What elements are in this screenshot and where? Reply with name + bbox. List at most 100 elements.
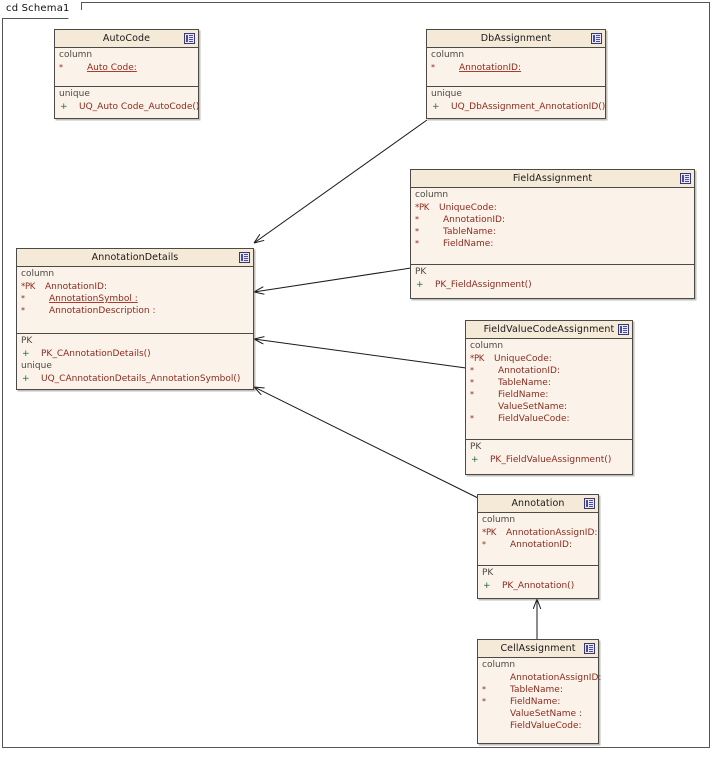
section-title: column (470, 341, 504, 351)
operation-row: + UQ_CAnnotationDetails_AnnotationSymbol… (17, 373, 253, 385)
row-marker: * (21, 306, 25, 315)
row-name: AnnotationID: (510, 540, 572, 550)
row-marker: * (59, 63, 63, 72)
class-header-autocode: AutoCode (55, 30, 198, 48)
column-row: ValueSetName : (478, 708, 598, 720)
section-title: unique (431, 89, 462, 99)
section-title: PK (482, 568, 494, 578)
column-row: ValueSetName: (466, 401, 632, 413)
row-marker: * (470, 366, 474, 375)
section-pk: PK + PK_FieldValueAssignment() (466, 439, 632, 469)
section-column: column *PK UniqueCode: * AnnotationID: *… (466, 339, 632, 439)
operation-name: PK_FieldAssignment() (435, 280, 532, 290)
class-header-cellassignment: CellAssignment (478, 640, 598, 658)
table-icon (618, 323, 629, 335)
class-box-dbassignment[interactable]: DbAssignment column * AnnotationID: uniq… (426, 29, 606, 119)
column-row: AnnotationAssignID: (478, 672, 601, 684)
section-title: unique (59, 89, 90, 99)
row-name: TableName: (498, 378, 551, 388)
column-row: * TableName: (466, 377, 632, 389)
row-marker: *PK (482, 528, 497, 538)
class-title-annotation: Annotation (511, 498, 565, 509)
table-icon (239, 251, 250, 263)
section-title: column (482, 660, 516, 670)
section-title: column (415, 190, 449, 200)
class-box-autocode[interactable]: AutoCode column * Auto Code: unique + UQ… (54, 29, 199, 119)
section-pk-unique: PK + PK_CAnnotationDetails() unique + UQ… (17, 333, 253, 388)
operation-row: + PK_FieldValueAssignment() (466, 454, 632, 466)
column-row: * AnnotationID: (411, 214, 694, 226)
row-name: UniqueCode: (439, 203, 497, 213)
section-column: column * AnnotationID: (427, 48, 605, 86)
column-row: *PK AnnotationID: (17, 281, 253, 293)
row-marker: * (470, 414, 474, 423)
row-name: AnnotationAssignID: (506, 528, 598, 538)
class-box-cellassignment[interactable]: CellAssignment column AnnotationAssignID… (477, 639, 601, 744)
column-row: * Auto Code: (55, 62, 198, 74)
row-name: UniqueCode: (494, 354, 552, 364)
table-icon (584, 642, 595, 654)
section-pk: PK + PK_Annotation() (478, 565, 598, 595)
column-row: FieldValueCode: (478, 720, 598, 732)
row-name: TableName: (443, 227, 496, 237)
column-row: * AnnotationDescription : (17, 305, 253, 317)
visibility-marker: + (22, 349, 30, 359)
row-name: AnnotationID: (45, 282, 107, 292)
operation-name: UQ_Auto Code_AutoCode() (79, 102, 200, 112)
visibility-marker: + (416, 280, 424, 290)
operation-name: PK_Annotation() (502, 581, 575, 591)
class-header-fieldassignment: FieldAssignment (411, 170, 694, 188)
section-title: column (21, 269, 55, 279)
operation-row: + PK_CAnnotationDetails() (17, 348, 253, 360)
visibility-marker: + (60, 102, 68, 112)
row-marker: * (415, 227, 419, 236)
section-title: PK (470, 442, 482, 452)
visibility-marker: + (471, 455, 479, 465)
class-box-annotationdetails[interactable]: AnnotationDetails column *PK AnnotationI… (16, 248, 254, 390)
diagram-frame-label: cd Schema1 (6, 3, 70, 14)
row-marker: *PK (470, 354, 485, 364)
table-icon (584, 497, 595, 509)
section-title: column (431, 50, 465, 60)
class-box-fieldassignment[interactable]: FieldAssignment column *PK UniqueCode: *… (410, 169, 695, 299)
row-name: TableName: (510, 685, 563, 695)
operation-row: + UQ_Auto Code_AutoCode() (55, 101, 200, 113)
class-box-fieldvaluecodeassignment[interactable]: FieldValueCodeAssignment column *PK Uniq… (465, 320, 633, 475)
row-name: FieldName: (498, 390, 549, 400)
section-title: PK (415, 267, 427, 277)
row-marker: *PK (21, 282, 36, 292)
column-row: * AnnotationID: (478, 539, 598, 551)
section-unique: unique + UQ_DbAssignment_AnnotationID() (427, 86, 605, 116)
row-name: FieldName: (510, 697, 561, 707)
visibility-marker: + (432, 102, 440, 112)
table-icon (680, 172, 691, 184)
row-name: AnnotationDescription : (49, 306, 156, 316)
section-title: PK (21, 336, 33, 346)
row-marker: * (470, 378, 474, 387)
class-box-annotation[interactable]: Annotation column *PK AnnotationAssignID… (477, 494, 599, 599)
operation-row: + UQ_DbAssignment_AnnotationID() (427, 101, 605, 113)
row-marker: * (415, 239, 419, 248)
row-marker: * (431, 63, 435, 72)
class-header-annotation: Annotation (478, 495, 598, 513)
row-marker: * (21, 294, 25, 303)
section-column: column AnnotationAssignID: * TableName: … (478, 658, 601, 735)
section-pk: PK + PK_FieldAssignment() (411, 264, 694, 294)
row-name: ValueSetName : (510, 709, 582, 719)
row-name: ValueSetName: (498, 402, 568, 412)
class-title-autocode: AutoCode (102, 33, 151, 44)
row-name: FieldName: (443, 239, 494, 249)
row-name: FieldValueCode: (510, 721, 582, 731)
table-icon (184, 32, 195, 44)
class-title-fieldvaluecodeassignment: FieldValueCodeAssignment (483, 324, 615, 335)
row-name: AnnotationID: (443, 215, 505, 225)
column-row: *PK UniqueCode: (411, 202, 694, 214)
column-row: * FieldValueCode: (466, 413, 632, 425)
column-row: * AnnotationID: (466, 365, 632, 377)
row-marker: *PK (415, 203, 430, 213)
column-row: * TableName: (478, 684, 598, 696)
section-title-unique: unique (21, 361, 52, 371)
operation-row: + PK_FieldAssignment() (411, 279, 694, 291)
class-header-dbassignment: DbAssignment (427, 30, 605, 48)
